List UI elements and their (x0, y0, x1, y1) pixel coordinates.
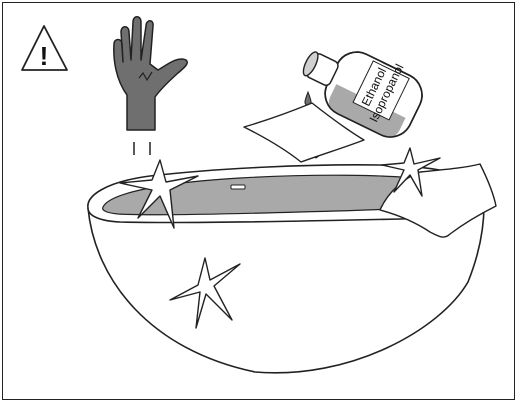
warning-triangle-icon: ! (21, 25, 68, 71)
cloth-icon (243, 102, 365, 163)
sparkle-icon-bottom (169, 257, 241, 329)
warning-exclamation: ! (40, 41, 49, 71)
illustration-frame (2, 2, 515, 400)
sparkle-icon-left (119, 159, 199, 229)
sparkle-icon-right (381, 147, 441, 197)
drape-cloth-icon (379, 163, 497, 238)
solvent-bottle-icon: Ethanol Isopropanol (302, 51, 423, 138)
glove-icon (113, 16, 189, 155)
